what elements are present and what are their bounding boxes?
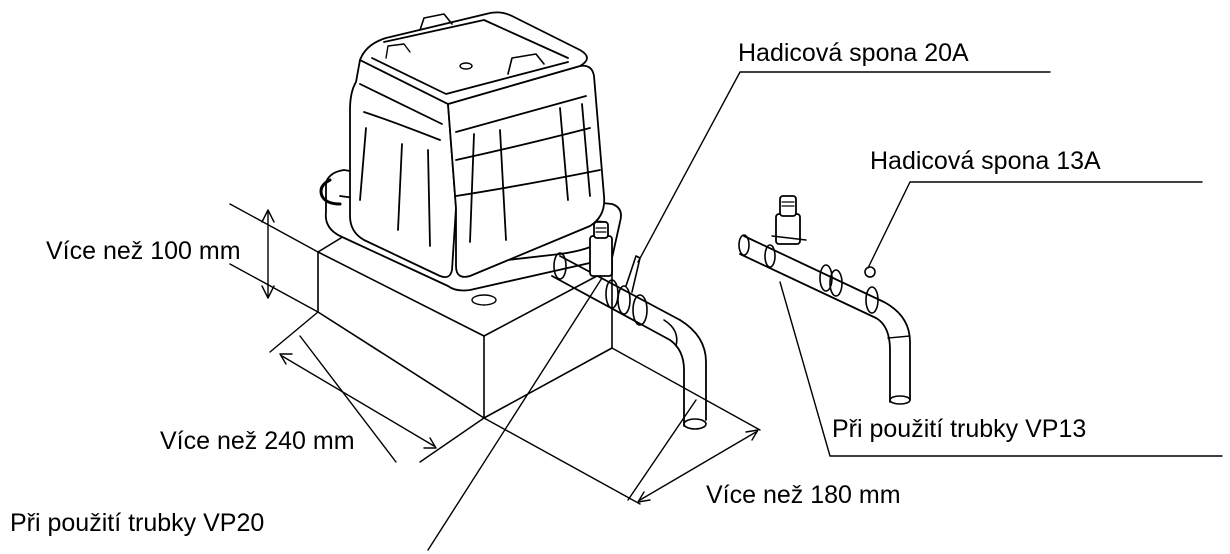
leader-lines [427,71,1223,551]
pipe-vp13-label: Při použití trubky VP13 [832,415,1087,443]
outlet-pipe-vp20 [551,221,707,430]
width-dimension [269,311,485,463]
hose-clamp-20a-label: Hadicová spona 20A [738,39,969,67]
width-min-label: Více než 240 mm [160,427,355,455]
pipe-vp20-label: Při použití trubky VP20 [10,509,265,537]
height-dimension [229,203,319,313]
depth-min-label: Více než 180 mm [706,481,901,509]
hose-clamp-13a-label: Hadicová spona 13A [870,147,1101,175]
height-min-label: Více než 100 mm [46,237,241,265]
pipe-assembly-vp13 [738,195,911,405]
blower-unit [319,11,622,306]
